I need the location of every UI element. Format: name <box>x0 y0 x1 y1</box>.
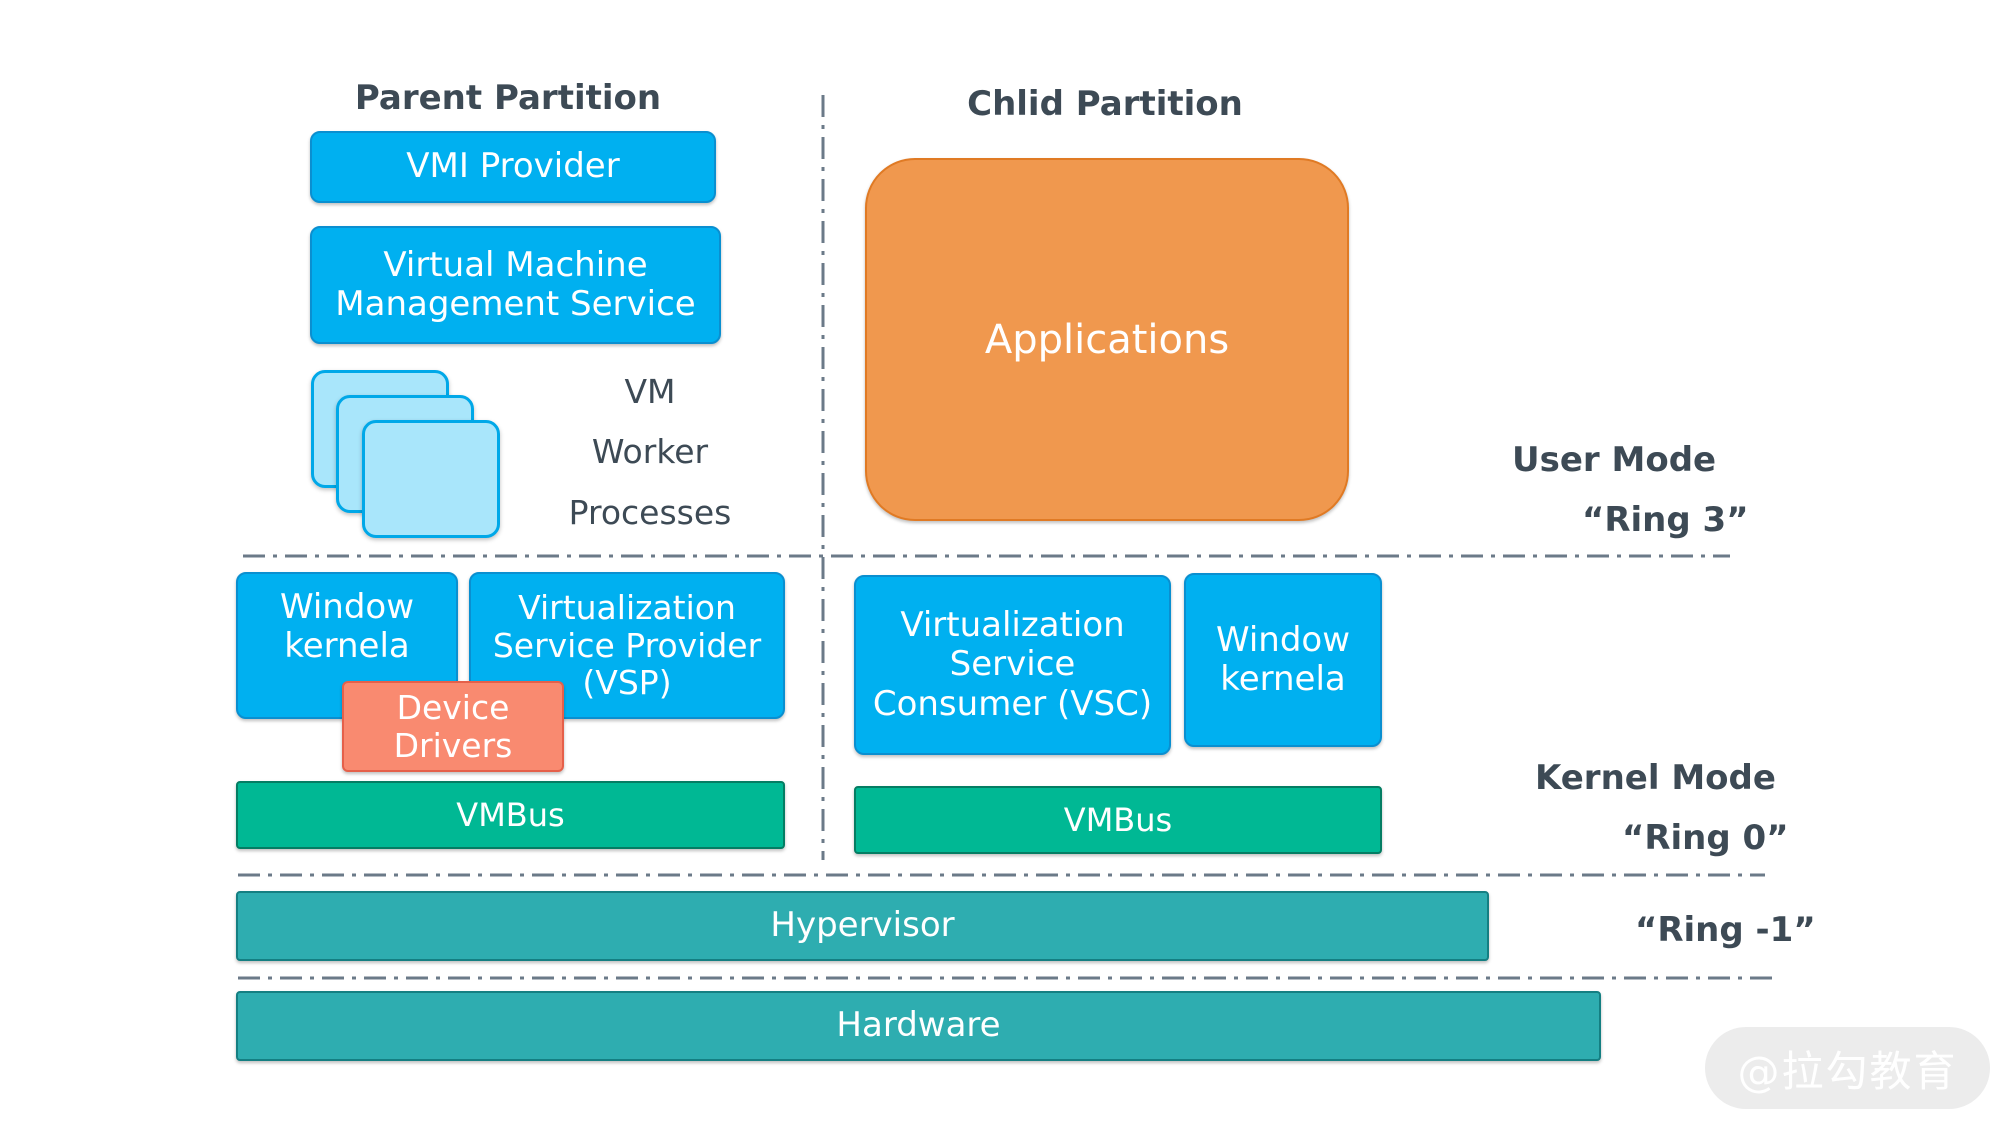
ring3-label: “Ring 3” <box>1582 500 1749 540</box>
parent-window-kernel-label: Window kernela <box>279 587 415 667</box>
device-drivers-label: Device Drivers <box>393 687 513 765</box>
vm-worker-label-2: Worker <box>591 432 709 471</box>
hypervisor-label: Hypervisor <box>770 905 955 946</box>
vmms-box: Virtual Machine Management Service <box>310 226 721 344</box>
child-vmbus-box: VMBus <box>854 786 1382 854</box>
watermark-label: @拉勾教育 <box>1737 1046 1958 1096</box>
child-vmbus-label: VMBus <box>1063 800 1173 839</box>
parent-vmbus-box: VMBus <box>236 781 785 849</box>
device-drivers-box: Device Drivers <box>342 681 564 772</box>
child-window-kernel-box: Window kernela <box>1184 573 1382 747</box>
vm-worker-card-3 <box>362 420 500 538</box>
parent-partition-title: Parent Partition <box>354 78 662 118</box>
vm-worker-label-3: Processes <box>568 493 732 532</box>
hardware-box: Hardware <box>236 991 1601 1061</box>
kernel-mode-label: Kernel Mode <box>1535 758 1776 798</box>
vmi-provider-label: VMI Provider <box>406 146 620 187</box>
hypervisor-box: Hypervisor <box>236 891 1489 961</box>
ring-minus1-label: “Ring -1” <box>1635 910 1816 950</box>
vsc-box: Virtualization Service Consumer (VSC) <box>854 575 1171 755</box>
ring0-label: “Ring 0” <box>1622 818 1789 858</box>
hardware-label: Hardware <box>836 1005 1001 1046</box>
child-window-kernel-label: Window kernela <box>1215 619 1351 699</box>
applications-label: Applications <box>984 316 1230 363</box>
user-mode-label: User Mode <box>1512 440 1717 480</box>
watermark-badge: @拉勾教育 <box>1705 1027 1990 1109</box>
vmi-provider-box: VMI Provider <box>310 131 716 203</box>
vsp-label: Virtualization Service Provider (VSP) <box>492 587 762 703</box>
vmms-label: Virtual Machine Management Service <box>335 244 696 324</box>
child-partition-title: Chlid Partition <box>967 84 1243 124</box>
vsc-label: Virtualization Service Consumer (VSC) <box>872 605 1153 724</box>
vm-worker-label-1: VM <box>624 372 676 411</box>
applications-box: Applications <box>865 158 1349 521</box>
parent-vmbus-label: VMBus <box>456 795 565 834</box>
